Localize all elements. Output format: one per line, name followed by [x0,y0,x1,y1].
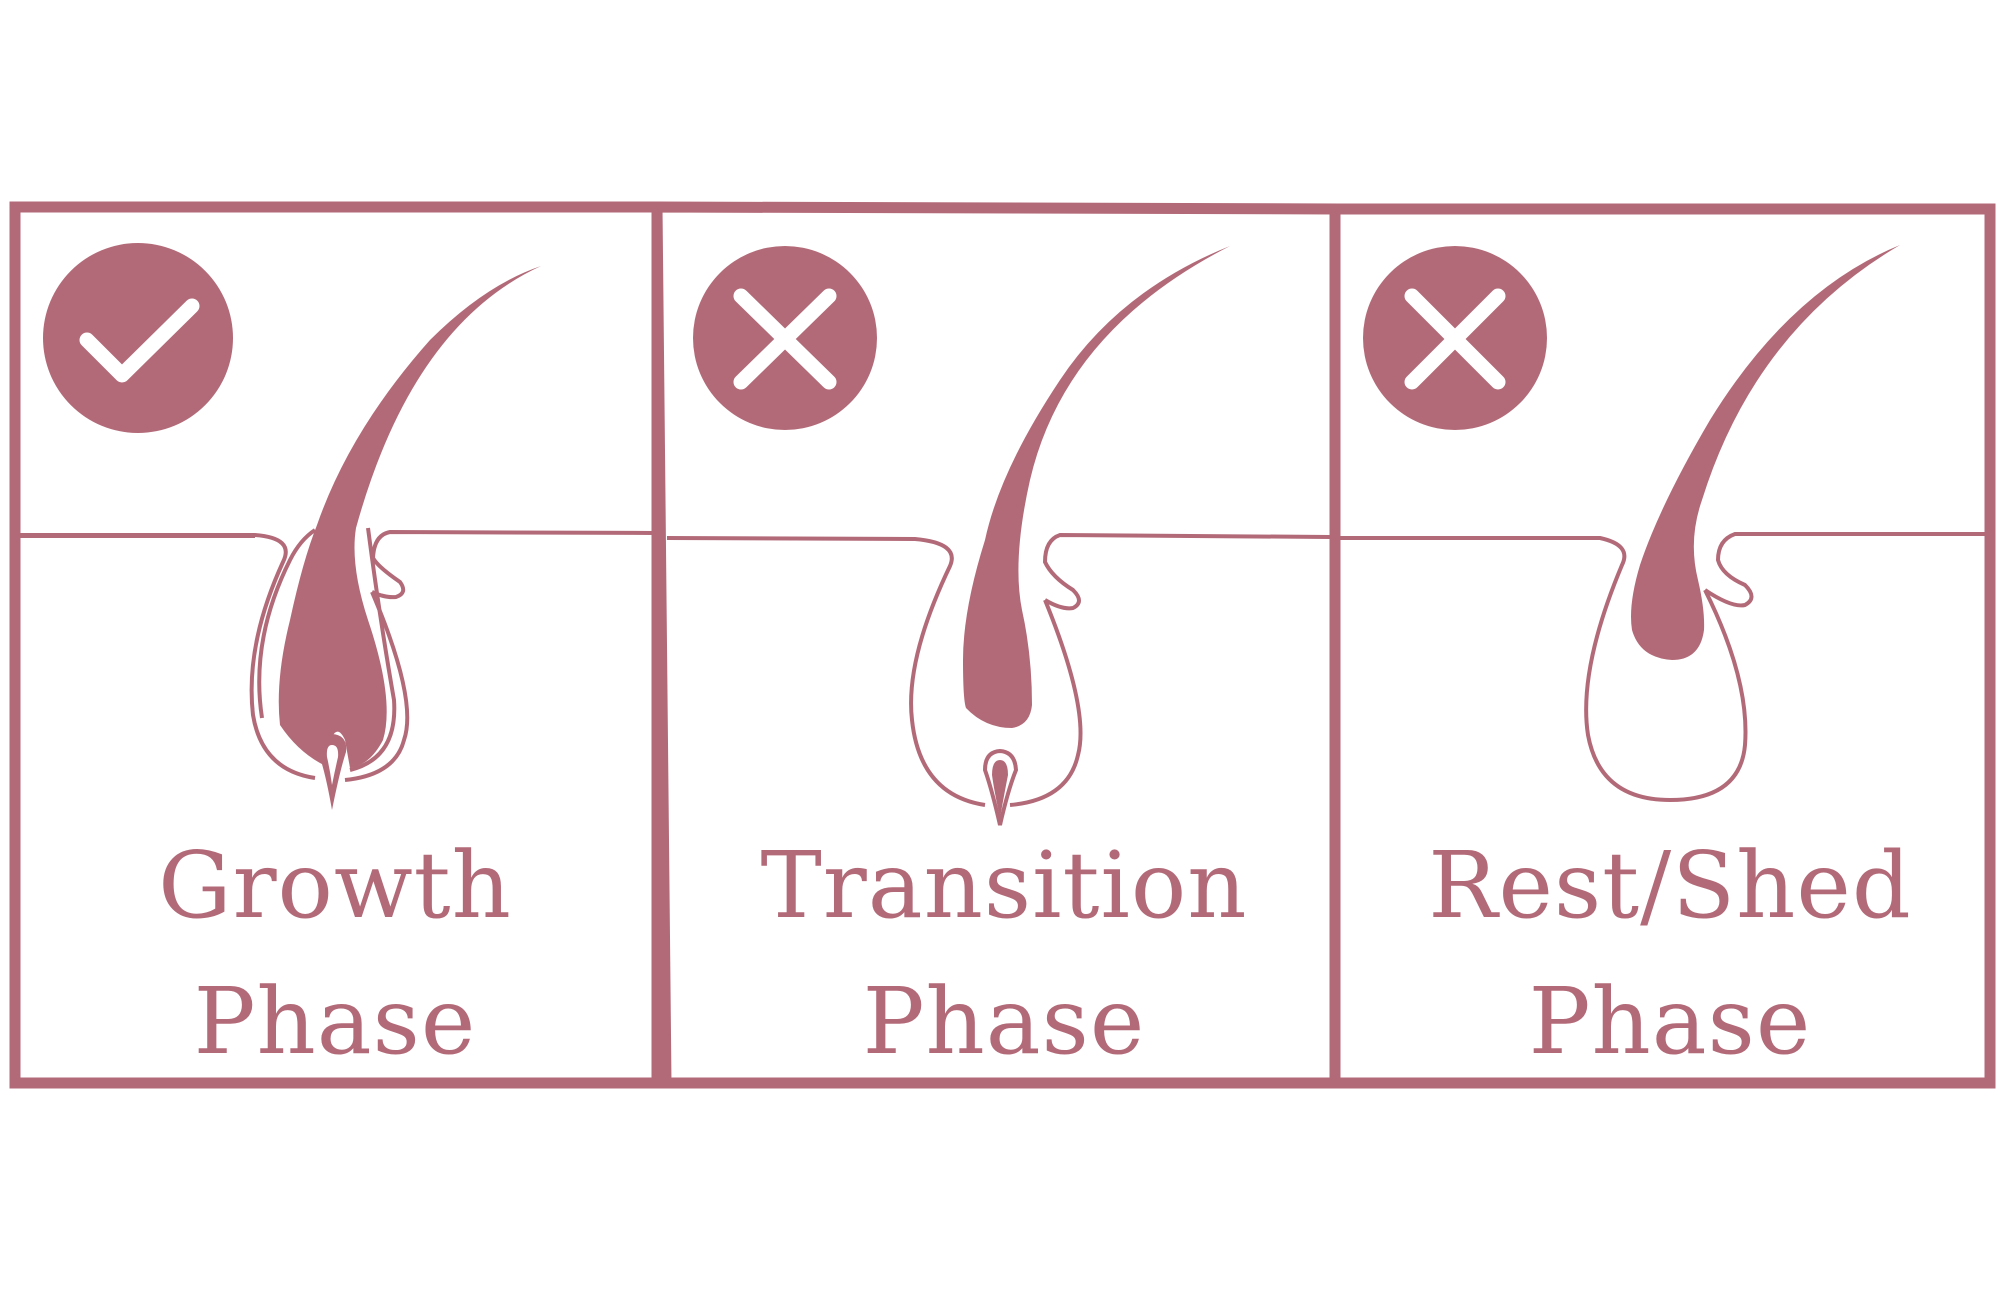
panel-title-line2: Phase [194,968,477,1075]
rest-hair-follicle-illustration [1340,245,1985,803]
panel-title-line1: Transition [760,832,1247,939]
cross-icon [693,246,877,430]
cross-icon [1363,246,1547,430]
panel-frame [1329,203,1996,1089]
panel-transition-phase: Transition Phase [651,201,1341,1089]
panel-title-line1: Rest/Shed [1428,832,1912,939]
transition-hair-follicle-illustration [666,246,1331,826]
panel-growth-phase: Growth Phase [9,201,663,1089]
panel-frame [9,201,663,1089]
panel-title-line2: Phase [1529,968,1812,1075]
growth-hair-follicle-illustration [20,266,656,810]
panel-rest-shed-phase: Rest/Shed Phase [1329,203,1996,1089]
check-icon [43,243,233,433]
panel-title-line2: Phase [863,968,1146,1075]
panel-title-line1: Growth [158,832,512,939]
